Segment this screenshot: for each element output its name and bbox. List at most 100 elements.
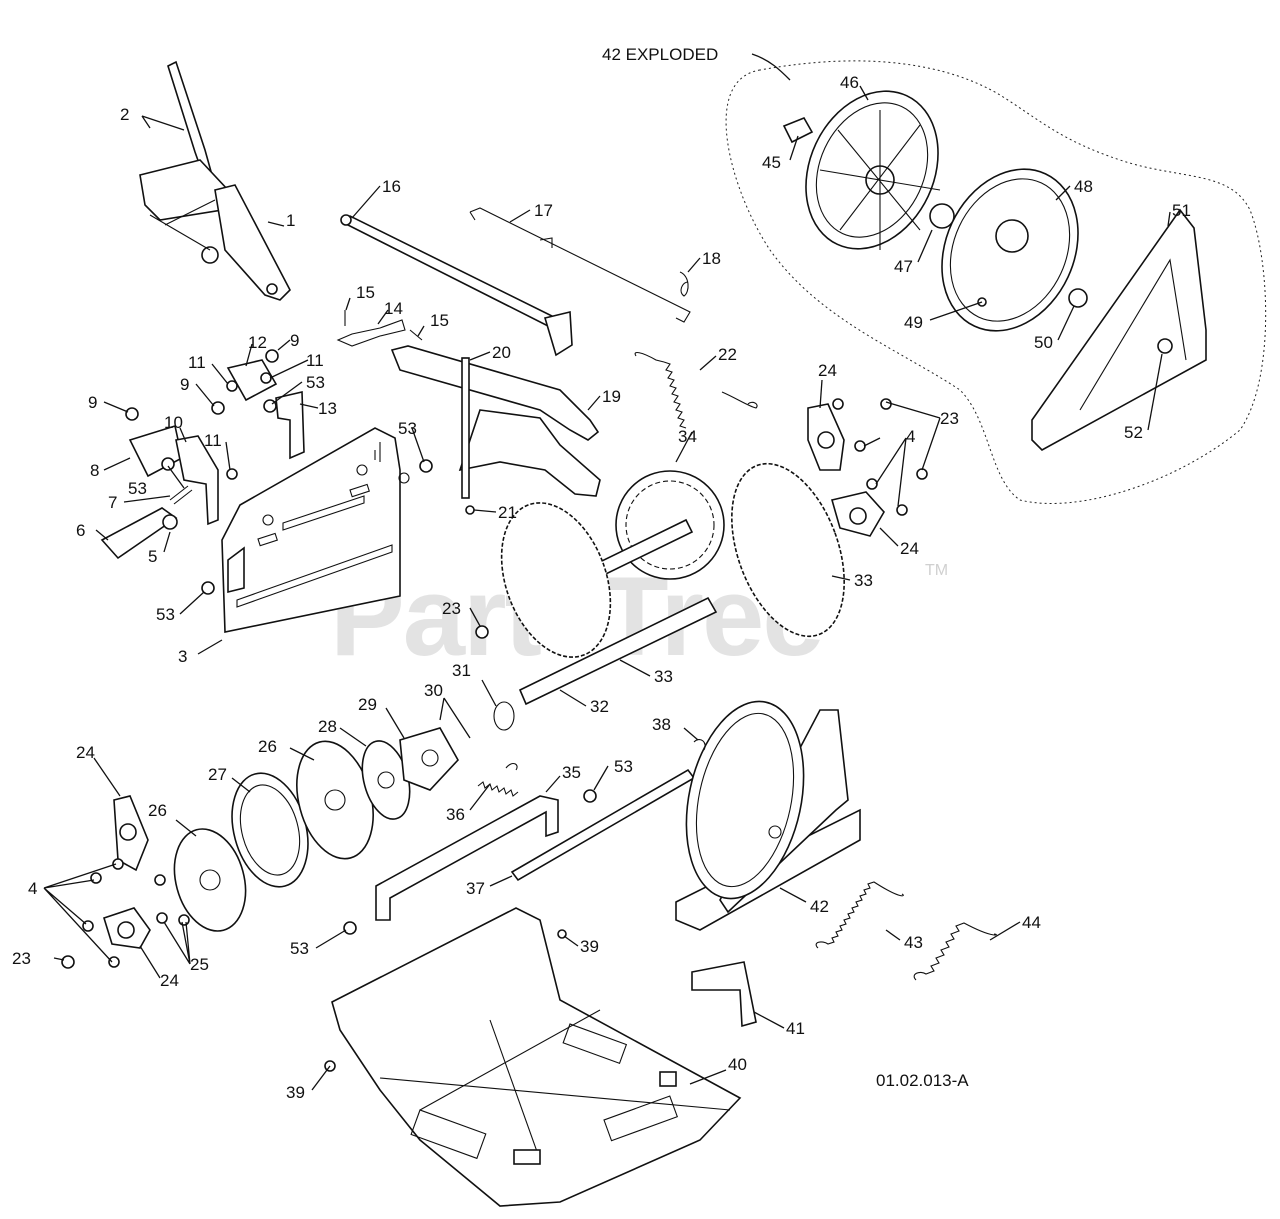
label-17: 17 <box>534 201 553 220</box>
label-4-right: 4 <box>906 427 915 446</box>
label-53-f: 53 <box>290 939 309 958</box>
part-number-labels: 1 2 3 4 4 5 6 7 8 9 9 9 10 11 11 11 12 1… <box>12 73 1191 1102</box>
label-24-a: 24 <box>818 361 837 380</box>
label-42: 42 <box>810 897 829 916</box>
label-11-b: 11 <box>306 351 324 370</box>
label-39-b: 39 <box>286 1083 305 1102</box>
tension-spring-36 <box>477 762 519 797</box>
exploded-callout: 42 EXPLODED <box>602 45 718 64</box>
label-52: 52 <box>1124 423 1143 442</box>
label-2: 2 <box>120 105 129 124</box>
bracket-41 <box>691 961 757 1028</box>
label-1: 1 <box>286 211 295 230</box>
label-4-left: 4 <box>28 879 37 898</box>
label-26-a: 26 <box>148 801 167 820</box>
label-5: 5 <box>148 547 157 566</box>
label-53-d: 53 <box>156 605 175 624</box>
label-53-b: 53 <box>306 373 325 392</box>
washer-5 <box>162 514 178 530</box>
flange-nuts-left <box>61 858 190 969</box>
label-3: 3 <box>178 647 187 666</box>
bottom-cover-40 <box>331 907 742 1207</box>
label-27: 27 <box>208 765 227 784</box>
label-20: 20 <box>492 343 511 362</box>
label-47: 47 <box>894 257 913 276</box>
label-51: 51 <box>1172 201 1191 220</box>
drawing-number: 01.02.013-A <box>876 1071 969 1090</box>
hairpin-clip <box>679 271 689 297</box>
label-37: 37 <box>466 879 485 898</box>
label-9-b: 9 <box>180 375 189 394</box>
label-40: 40 <box>728 1055 747 1074</box>
pin-7 <box>169 485 193 505</box>
label-24-c: 24 <box>160 971 179 990</box>
label-33-a: 33 <box>854 571 873 590</box>
label-41: 41 <box>786 1019 805 1038</box>
bracket-10 <box>175 435 219 526</box>
linkage-rod <box>469 207 691 323</box>
label-25: 25 <box>190 955 209 974</box>
label-53-a: 53 <box>128 479 147 498</box>
label-23-center: 23 <box>442 599 461 618</box>
pulley-assembly-42 <box>675 700 861 931</box>
spring-43 <box>815 881 904 949</box>
label-22: 22 <box>718 345 737 364</box>
link-rod <box>336 319 406 347</box>
small-bracket-13 <box>275 391 305 460</box>
side-plate <box>221 427 410 633</box>
friction-disc-group <box>173 701 515 932</box>
clip-38 <box>693 739 706 751</box>
nut-52 <box>1157 338 1173 354</box>
exploded-view-boundary <box>725 60 1267 504</box>
drive-chain-right <box>731 462 845 638</box>
label-45: 45 <box>762 153 781 172</box>
label-15-b: 15 <box>430 311 449 330</box>
label-34: 34 <box>678 427 697 446</box>
label-24-d: 24 <box>76 743 95 762</box>
label-35: 35 <box>562 763 581 782</box>
drive-chain-left <box>500 502 612 658</box>
label-32: 32 <box>590 697 609 716</box>
label-43: 43 <box>904 933 923 952</box>
label-18: 18 <box>702 249 721 268</box>
label-23-left: 23 <box>12 949 31 968</box>
shift-rod <box>340 214 573 357</box>
label-19: 19 <box>602 387 621 406</box>
bracket-35 <box>375 795 559 921</box>
spring-44 <box>913 922 997 981</box>
label-33-b: 33 <box>654 667 673 686</box>
triangle-plate-12 <box>226 359 278 402</box>
label-15-a: 15 <box>356 283 375 302</box>
label-26-b: 26 <box>258 737 277 756</box>
label-8: 8 <box>90 461 99 480</box>
label-12: 12 <box>248 333 267 352</box>
label-24-b: 24 <box>900 539 919 558</box>
label-9-c: 9 <box>290 331 299 350</box>
label-21: 21 <box>498 503 517 522</box>
label-31: 31 <box>452 661 471 680</box>
shift-lever-assembly <box>139 60 291 301</box>
watermark-trademark: TM <box>925 562 948 579</box>
label-50: 50 <box>1034 333 1053 352</box>
label-16: 16 <box>382 177 401 196</box>
label-30: 30 <box>424 681 443 700</box>
label-10: 10 <box>164 413 183 432</box>
label-46: 46 <box>840 73 859 92</box>
wheel-bracket-51 <box>1031 208 1207 451</box>
leader-lines <box>43 53 1171 1091</box>
label-38: 38 <box>652 715 671 734</box>
label-29: 29 <box>358 695 377 714</box>
label-49: 49 <box>904 313 923 332</box>
triangle-plate-8 <box>128 424 183 478</box>
label-11-a: 11 <box>188 353 206 372</box>
label-23-right: 23 <box>940 409 959 428</box>
label-53-e: 53 <box>614 757 633 776</box>
shifter-fork <box>390 345 601 499</box>
label-28: 28 <box>318 717 337 736</box>
label-36: 36 <box>446 805 465 824</box>
label-11-c: 11 <box>204 431 222 450</box>
friction-wheel-exploded <box>782 90 1088 332</box>
label-39-a: 39 <box>580 937 599 956</box>
sprocket-34 <box>615 470 725 580</box>
